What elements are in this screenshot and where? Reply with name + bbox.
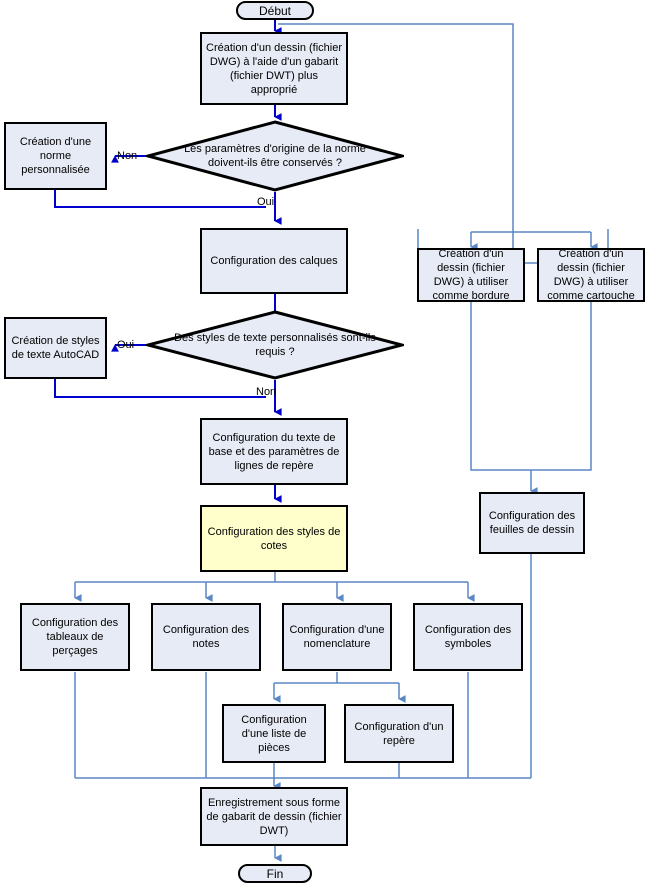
node-decision-textstyles-label: Des styles de texte personnalisés sont-i…: [174, 332, 376, 358]
node-create-drawing[interactable]: Création d'un dessin (fichier DWG) à l'a…: [200, 32, 348, 105]
node-start[interactable]: Début: [236, 1, 314, 20]
node-symbols[interactable]: Configuration des symboles: [413, 603, 523, 671]
node-nomenclature[interactable]: Configuration d'une nomenclature: [282, 603, 392, 671]
node-custom-standard-label: Création d'une norme personnalisée: [19, 136, 92, 176]
node-end[interactable]: Fin: [238, 864, 312, 883]
edge-label-standard-no: Non: [117, 150, 138, 162]
node-balloon-label: Configuration d'un repère: [354, 720, 444, 747]
node-save-template[interactable]: Enregistrement sous forme de gabarit de …: [200, 787, 348, 846]
node-titleblock-drawing-label: Création d'un dessin (fichier DWG) à uti…: [547, 248, 635, 302]
node-start-label: Début: [258, 3, 292, 18]
node-layers-label: Configuration des calques: [210, 255, 338, 267]
node-end-label: Fin: [266, 866, 284, 881]
node-custom-standard[interactable]: Création d'une norme personnalisée: [4, 122, 107, 190]
node-create-drawing-label: Création d'un dessin (fichier DWG) à l'a…: [206, 41, 343, 96]
node-base-text[interactable]: Configuration du texte de base et des pa…: [200, 418, 348, 485]
node-notes-label: Configuration des notes: [162, 624, 250, 650]
node-decision-standard[interactable]: Les paramètres d'origine de la norme doi…: [146, 120, 404, 192]
node-save-template-label: Enregistrement sous forme de gabarit de …: [206, 796, 342, 837]
node-titleblock-drawing[interactable]: Création d'un dessin (fichier DWG) à uti…: [537, 248, 645, 302]
diamond-shape: [146, 310, 404, 380]
node-sheets-label: Configuration des feuilles de dessin: [488, 510, 576, 536]
node-autocad-textstyles-label: Création de styles de texte AutoCAD: [11, 335, 100, 361]
node-dim-styles[interactable]: Configuration des styles de cotes: [200, 505, 348, 572]
node-decision-textstyles[interactable]: Des styles de texte personnalisés sont-i…: [146, 310, 404, 380]
node-balloon[interactable]: Configuration d'un repère: [344, 704, 454, 763]
node-border-drawing-label: Création d'un dessin (fichier DWG) à uti…: [432, 248, 510, 302]
node-parts-list-label: Configuration d'une liste de pièces: [241, 713, 307, 754]
node-hole-tables-label: Configuration des tableaux de perçages: [31, 617, 119, 657]
node-border-drawing[interactable]: Création d'un dessin (fichier DWG) à uti…: [417, 248, 525, 302]
node-nomenclature-label: Configuration d'une nomenclature: [289, 624, 385, 650]
node-notes[interactable]: Configuration des notes: [151, 603, 261, 671]
node-hole-tables[interactable]: Configuration des tableaux de perçages: [20, 603, 130, 671]
node-autocad-textstyles[interactable]: Création de styles de texte AutoCAD: [4, 317, 107, 379]
node-symbols-label: Configuration des symboles: [424, 624, 512, 650]
node-base-text-label: Configuration du texte de base et des pa…: [208, 431, 340, 472]
node-sheets[interactable]: Configuration des feuilles de dessin: [479, 492, 585, 554]
edge-label-textstyles-no: Non: [256, 386, 277, 398]
node-parts-list[interactable]: Configuration d'une liste de pièces: [222, 704, 326, 763]
node-decision-standard-label: Les paramètres d'origine de la norme doi…: [184, 143, 366, 169]
node-layers[interactable]: Configuration des calques: [200, 228, 348, 294]
edge-label-standard-yes: Oui: [257, 196, 275, 208]
node-dim-styles-label: Configuration des styles de cotes: [207, 525, 341, 552]
edge-label-textstyles-yes: Oui: [117, 339, 135, 351]
